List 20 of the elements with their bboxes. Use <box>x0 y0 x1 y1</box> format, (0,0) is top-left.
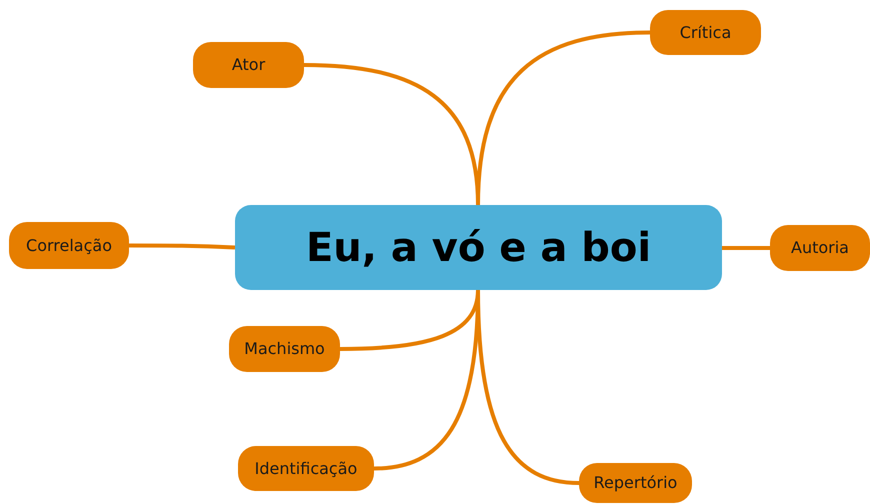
branch-line <box>129 244 236 250</box>
topic-box <box>9 222 129 269</box>
topic-box <box>238 446 374 491</box>
branch-line <box>476 290 580 485</box>
topic-text: Crítica <box>680 22 732 44</box>
central-topic-text: Eu, a vó e a boi <box>306 224 652 272</box>
branch-line <box>722 246 770 250</box>
branch-line <box>304 63 480 206</box>
topic-text: Machismo <box>244 338 325 360</box>
topic-text: Repertório <box>594 472 678 494</box>
topic-text: Autoria <box>791 237 849 259</box>
topic-box <box>579 463 692 503</box>
topic-box <box>193 42 304 88</box>
topic-text: Correlação <box>26 234 112 256</box>
topic-text: Identificação <box>254 458 358 480</box>
topic-box <box>770 225 870 271</box>
topic-text: Ator <box>232 54 266 76</box>
topic-box <box>229 326 340 372</box>
central-topic-box <box>235 205 722 290</box>
topic-box <box>650 10 761 55</box>
